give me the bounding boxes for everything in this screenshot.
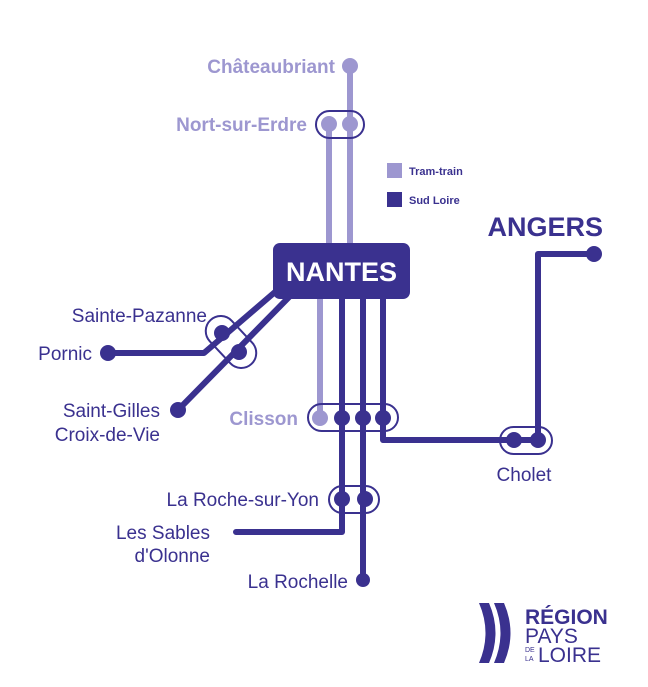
label-saint-gilles-2: Croix-de-Vie [55,425,160,446]
station-la-roche-dot-1[interactable] [334,491,350,507]
label-pornic: Pornic [38,344,92,365]
legend: Tram-train Sud Loire [387,163,463,207]
station-la-rochelle-dot[interactable] [356,573,370,587]
label-angers: ANGERS [487,212,603,242]
nantes-hub-box[interactable] [273,243,410,299]
label-la-roche-sur-yon: La Roche-sur-Yon [167,490,319,511]
region-logo: RÉGION PAYS DE LA LOIRE [479,603,608,667]
frame-clisson [307,403,399,432]
label-saint-gilles-1: Saint-Gilles [63,401,160,422]
station-sainte-pazanne-dot-2[interactable] [231,344,247,360]
station-pornic-dot[interactable] [100,345,116,361]
station-clisson-dot-3[interactable] [375,410,391,426]
station-clisson-dot-1[interactable] [334,410,350,426]
legend-label-sud-loire: Sud Loire [409,195,460,207]
legend-swatch-tram-train [387,163,402,178]
label-les-sables-2: d'Olonne [135,546,210,567]
frame-la-roche-sur-yon [328,485,380,514]
station-sainte-pazanne-dot-1[interactable] [214,325,230,341]
nantes-label: NANTES [286,257,397,287]
logo-text-region: RÉGION [525,606,608,629]
label-la-rochelle: La Rochelle [248,572,348,593]
logo-text-la: LA [525,656,534,663]
station-cholet-dot-2[interactable] [530,432,546,448]
station-nort-dot-1[interactable] [321,116,337,132]
station-angers-dot[interactable] [586,246,602,262]
frame-sainte-pazanne [204,315,258,369]
frame-nort-sur-erdre [315,110,365,139]
logo-mark-icon [479,603,511,663]
nantes-hub[interactable]: NANTES [273,243,410,299]
label-cholet: Cholet [497,465,553,486]
station-la-roche-dot-2[interactable] [357,491,373,507]
station-nort-dot-2[interactable] [342,116,358,132]
station-chateaubriant-dot[interactable] [342,58,358,74]
station-clisson-tram-dot[interactable] [312,410,328,426]
station-saint-gilles-dot[interactable] [170,402,186,418]
logo-text-loire: LOIRE [538,644,601,667]
station-clisson-dot-2[interactable] [355,410,371,426]
label-sainte-pazanne: Sainte-Pazanne [72,306,207,327]
label-nort-sur-erdre: Nort-sur-Erdre [176,115,307,136]
station-frames [204,110,553,514]
label-les-sables-1: Les Sables [116,523,210,544]
line-pornic [105,283,285,356]
station-labels: Châteaubriant Nort-sur-Erdre ANGERS Sain… [38,57,603,593]
station-dots-sud-loire [100,246,602,587]
label-clisson: Clisson [229,409,298,430]
station-cholet-dot-1[interactable] [506,432,522,448]
label-chateaubriant: Châteaubriant [207,57,335,78]
tram-train-lines [317,63,353,421]
legend-label-tram-train: Tram-train [409,166,463,178]
legend-swatch-sud-loire [387,192,402,207]
line-cholet [380,251,597,443]
logo-text-pays: PAYS [525,625,578,648]
logo-text-de: DE [525,647,535,654]
station-dots-tram [312,58,358,426]
frame-cholet [499,426,553,455]
line-la-roche-sur-yon [233,295,345,535]
